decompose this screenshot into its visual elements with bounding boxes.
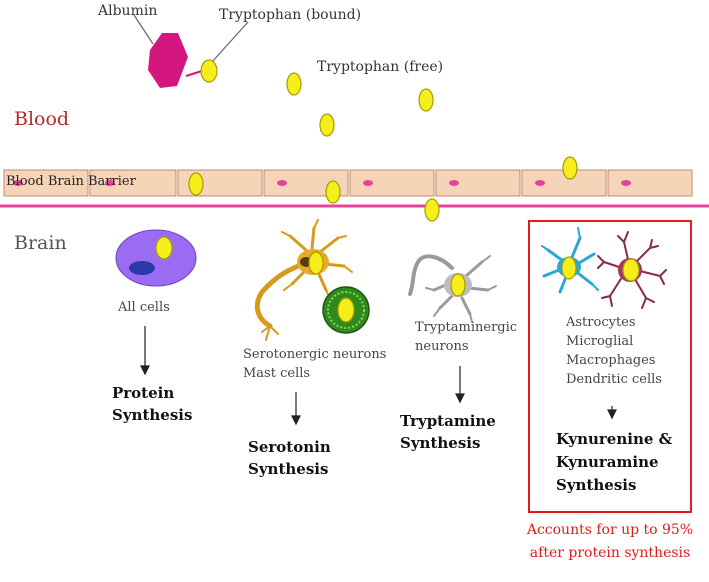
mast-cell-granules bbox=[327, 291, 365, 329]
tryptophan-crossing-molecule bbox=[188, 172, 204, 196]
tryptaminergic-neuron-icon bbox=[408, 254, 497, 323]
barrier-cell bbox=[3, 169, 89, 197]
pathway-product-label: Protein bbox=[112, 384, 175, 402]
tryptophan-crossing-molecule bbox=[424, 198, 440, 222]
barrier-cell-nucleus bbox=[449, 180, 459, 186]
generic-cell-tryptophan bbox=[155, 236, 173, 260]
highlight-note-line: after protein synthesis bbox=[529, 545, 691, 561]
pathway-product-label: Kynuramine bbox=[556, 453, 659, 471]
tryptophan-bound-molecule bbox=[200, 59, 218, 83]
highlight-note-line: Accounts for up to 95% bbox=[526, 522, 694, 538]
brain-region-label: Brain bbox=[14, 232, 67, 254]
tryptophan-crossing-molecule bbox=[562, 156, 578, 180]
tryptophan-free-label: Tryptophan (free) bbox=[317, 59, 444, 75]
tryptophan-free-molecule bbox=[418, 88, 434, 112]
bbb-label: Blood Brain Barrier bbox=[6, 174, 136, 189]
pathway-product-label: Kynurenine & bbox=[556, 430, 673, 448]
pathway-cells-label: Mast cells bbox=[243, 366, 311, 381]
pathway-cells-label: Tryptaminergic bbox=[415, 320, 518, 335]
albumin-label: Albumin bbox=[98, 3, 158, 19]
pathway-arrows bbox=[140, 326, 617, 426]
microglia-tryptophan bbox=[622, 258, 640, 282]
barrier-cell-nucleus bbox=[535, 180, 545, 186]
blood-region-label: Blood bbox=[14, 108, 70, 130]
barrier-cell-nucleus bbox=[105, 180, 115, 186]
barrier-cell bbox=[435, 169, 521, 197]
tryptophan-bound-label: Tryptophan (bound) bbox=[219, 7, 362, 23]
astrocyte-icon bbox=[541, 227, 599, 294]
barrier-cell-nucleus bbox=[277, 180, 287, 186]
pathway-cells-label: Serotonergic neurons bbox=[243, 347, 387, 362]
tryptophan-crossing-molecule bbox=[325, 180, 341, 204]
pathway-product-label: Synthesis bbox=[112, 406, 193, 424]
tryptophan-free-molecule bbox=[286, 72, 302, 96]
pathway-product-label: Synthesis bbox=[248, 460, 329, 478]
serotonergic-neuron-tryptophan bbox=[308, 251, 324, 275]
pathway-product-label: Serotonin bbox=[248, 438, 331, 456]
pathway-cells-label: neurons bbox=[415, 339, 469, 354]
albumin-leader-line bbox=[133, 14, 154, 45]
barrier-cell-nucleus bbox=[363, 180, 373, 186]
pathway-cells-label: Dendritic cells bbox=[566, 372, 662, 387]
barrier-cell bbox=[89, 169, 177, 197]
albumin-hexagon bbox=[148, 33, 188, 88]
tryptophan-free-molecule bbox=[319, 113, 335, 137]
barrier-cell-nucleus bbox=[13, 180, 23, 186]
pathway-product-label: Synthesis bbox=[556, 476, 637, 494]
pathway-cells-label: Macrophages bbox=[566, 353, 656, 368]
barrier-cell bbox=[607, 169, 693, 197]
mast-cell-tryptophan bbox=[337, 297, 355, 323]
generic-cell-icon bbox=[115, 229, 197, 287]
highlight-box bbox=[528, 220, 692, 513]
generic-cell-nucleus bbox=[129, 261, 155, 275]
pathway-product-label: Synthesis bbox=[400, 434, 481, 452]
astrocyte-tryptophan bbox=[561, 256, 577, 280]
tryptaminergic-neuron-tryptophan bbox=[450, 273, 466, 297]
pathway-product-label: Tryptamine bbox=[400, 412, 496, 430]
tryptophan-bound-leader-line bbox=[211, 21, 249, 63]
barrier-cell bbox=[349, 169, 435, 197]
barrier-cell-nucleus bbox=[621, 180, 631, 186]
microglia-icon bbox=[597, 231, 667, 309]
pathway-cells-label: All cells bbox=[118, 300, 170, 315]
pathway-cells-label: Microglial bbox=[566, 334, 634, 349]
serotonergic-neuron-icon bbox=[254, 219, 353, 341]
pathway-cells-label: Astrocytes bbox=[566, 315, 636, 330]
